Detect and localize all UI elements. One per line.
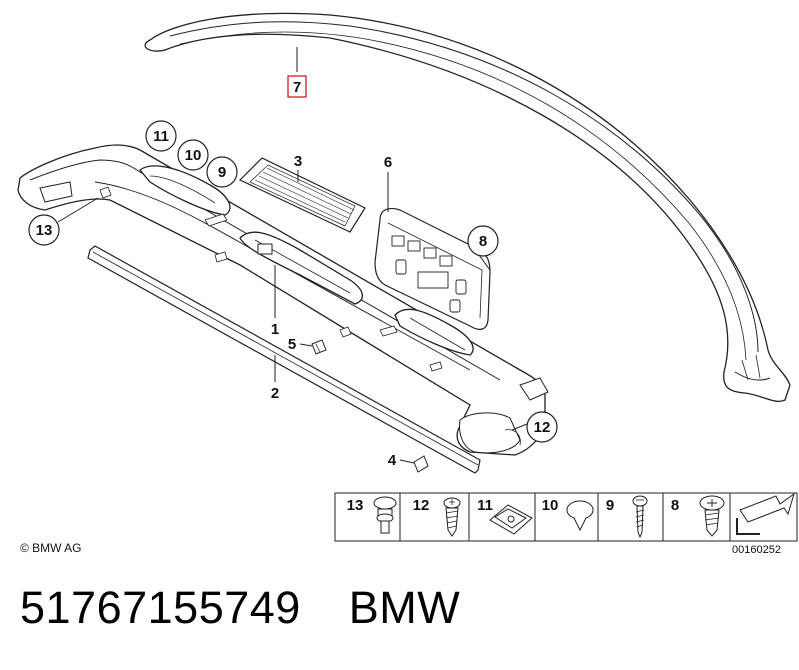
callout-10: 10 — [177, 139, 209, 171]
part-7-roof-trim — [144, 12, 791, 402]
callout-2: 2 — [271, 385, 279, 402]
legend-label-8: 8 — [671, 497, 679, 514]
callout-13: 13 — [28, 214, 60, 246]
legend-label-13: 13 — [347, 497, 364, 514]
part-3-cover-grille — [238, 157, 366, 233]
callout-1: 1 — [271, 321, 279, 338]
legend-label-9: 9 — [606, 497, 614, 514]
clip-nut-icon — [489, 504, 533, 535]
svg-text:10: 10 — [185, 147, 202, 164]
callout-9: 9 — [206, 156, 238, 188]
drawing-number: 00160252 — [732, 544, 781, 556]
svg-text:12: 12 — [534, 419, 551, 436]
callout-8: 8 — [467, 225, 499, 257]
next-arrow-icon[interactable] — [736, 492, 795, 535]
legend-label-12: 12 — [413, 497, 430, 514]
legend-label-11: 11 — [477, 497, 493, 514]
fillister-screw-icon — [632, 495, 648, 539]
svg-text:8: 8 — [479, 233, 487, 250]
self-tapping-screw-icon — [443, 497, 461, 537]
legend-label-10: 10 — [542, 497, 559, 514]
callout-11: 11 — [145, 120, 177, 152]
callout-12: 12 — [526, 411, 558, 443]
part-5-clip — [311, 339, 327, 355]
callout-3: 3 — [294, 153, 302, 170]
svg-text:11: 11 — [153, 128, 169, 145]
plastic-rivet-icon — [373, 496, 397, 534]
callout-6: 6 — [384, 154, 392, 171]
leader-line-5 — [299, 343, 313, 347]
svg-text:9: 9 — [218, 164, 226, 181]
callout-5: 5 — [288, 336, 296, 353]
svg-text:13: 13 — [36, 222, 53, 239]
part-4-end-cap — [413, 455, 429, 473]
round-cap-icon — [566, 500, 594, 532]
leader-line-13 — [57, 197, 99, 223]
svg-text:7: 7 — [293, 79, 301, 96]
callout-4: 4 — [388, 452, 397, 469]
copyright-text: © BMW AG — [20, 541, 82, 555]
leader-line-4 — [399, 459, 415, 464]
fastener-legend: 13 12 11 10 9 — [334, 492, 798, 542]
brand-name: BMW — [348, 582, 461, 633]
part-number: 51767155749 — [20, 582, 301, 633]
pan-head-screw-icon — [699, 495, 725, 537]
part-1-parcel-shelf — [17, 144, 549, 456]
part-title: 51767155749 BMW — [20, 582, 460, 634]
part-2-edge-strip — [87, 245, 481, 474]
part-6-switch-panel — [374, 207, 491, 330]
leader-line-12 — [511, 423, 528, 431]
callout-7: 7 — [287, 75, 307, 98]
